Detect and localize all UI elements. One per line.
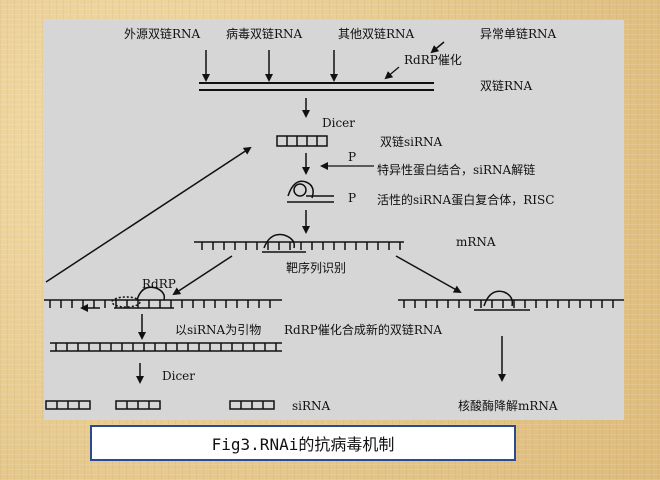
label-viral-dsrna: 病毒双链RNA: [226, 26, 303, 41]
mrna-with-risc: [194, 233, 404, 253]
dsrna-long: [199, 82, 434, 91]
label-sirna: siRNA: [292, 399, 331, 413]
figure-caption: Fig3.RNAi的抗病毒机制: [90, 425, 516, 461]
label-new-dsrna: RdRP催化合成新的双链RNA: [284, 322, 442, 337]
label-rdrp-catalysis: RdRP催化: [404, 53, 462, 67]
label-dicer-top: Dicer: [322, 116, 355, 130]
label-dsrna: 双链RNA: [480, 78, 533, 93]
label-active-risc: 活性的siRNA蛋白复合体，RISC: [377, 192, 554, 207]
label-other-dsrna: 其他双链RNA: [338, 26, 415, 41]
protein-sirna-complex: [287, 180, 334, 203]
label-ds-sirna: 双链siRNA: [380, 134, 443, 149]
label-primer: 以siRNA为引物: [175, 323, 261, 337]
rnai-diagram: 外源双链RNA 病毒双链RNA 其他双链RNA 异常单链RNA RdRP催化 双…: [44, 26, 624, 413]
label-target-recognition: 靶序列识别: [286, 260, 346, 275]
arrow-to-degradation-branch: [395, 255, 462, 293]
risc-mrna-strand: [398, 290, 624, 311]
new-dsrna: [50, 342, 282, 352]
arrow-to-rdrp-branch: [172, 255, 233, 296]
arrow-rdrp-catalysis: [384, 66, 400, 80]
label-phosphate-b: P: [348, 191, 356, 205]
label-mrna: mRNA: [456, 235, 496, 249]
ds-sirna-fragment: [276, 135, 328, 147]
diagram-panel: 外源双链RNA 病毒双链RNA 其他双链RNA 异常单链RNA RdRP催化 双…: [44, 20, 624, 420]
rdrp-primed-strand: [44, 286, 282, 309]
label-degradation: 核酸酶降解mRNA: [458, 398, 558, 413]
arrow-aberrant: [430, 41, 445, 54]
sirna-fragments: [45, 400, 275, 410]
label-aberrant-ssrna: 异常单链RNA: [480, 26, 557, 41]
label-exogenous-dsrna: 外源双链RNA: [124, 26, 201, 41]
arrow-feedback-loop: [45, 146, 252, 283]
label-dicer-bottom: Dicer: [162, 369, 195, 383]
label-specific-binding: 特异性蛋白结合，siRNA解链: [377, 162, 535, 177]
label-phosphate-a: P: [348, 150, 356, 164]
